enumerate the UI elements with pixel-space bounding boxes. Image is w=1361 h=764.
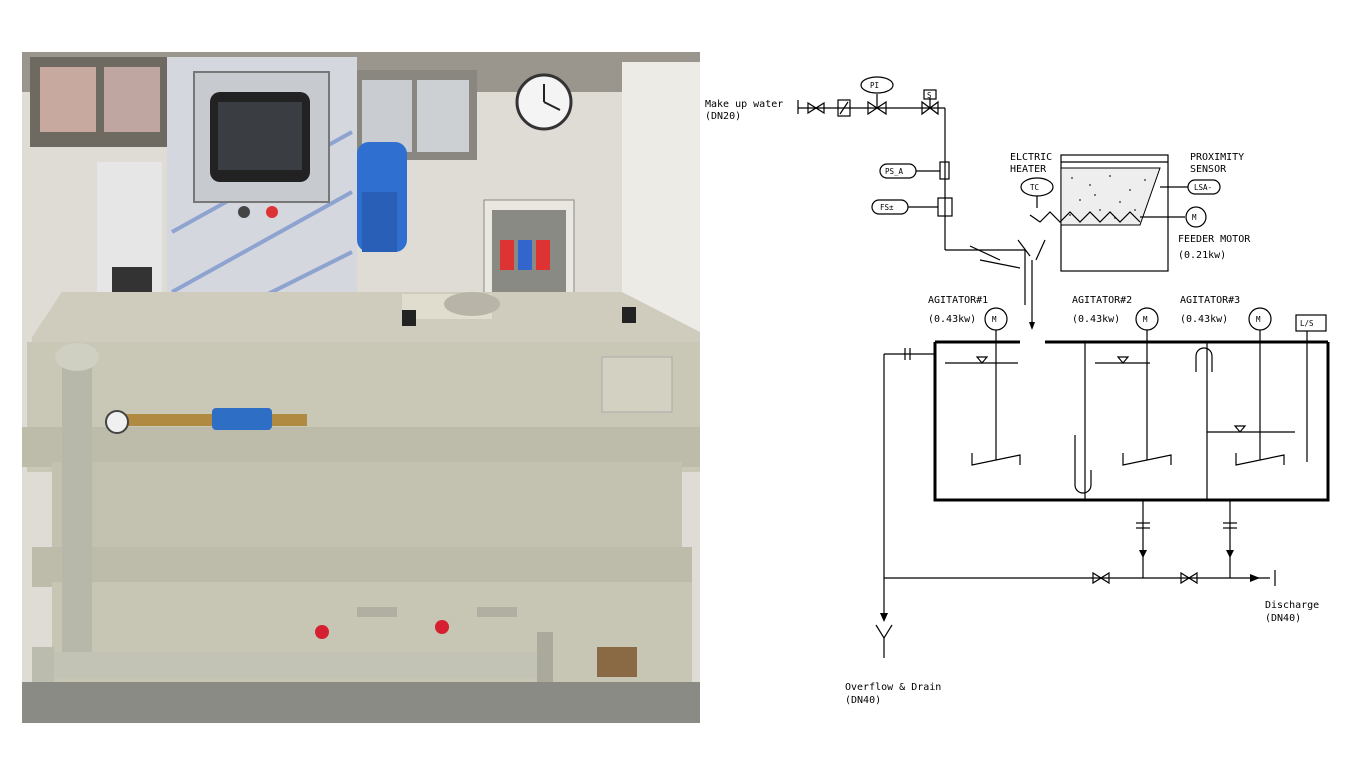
svg-text:S: S — [927, 91, 932, 100]
agitator3-motor: M — [1235, 307, 1285, 466]
label-makeup-water-size: (DN20) — [705, 111, 741, 122]
solenoid-s: S — [923, 89, 937, 100]
level-sensor-ls: L/S — [1295, 314, 1327, 462]
label-agitator3: AGITATOR#3 — [1180, 295, 1240, 306]
label-overflow: Overflow & Drain — [845, 682, 941, 693]
label-feeder-motor: FEEDER MOTOR — [1178, 234, 1251, 245]
process-schematic: Make up water (DN20) PI S PS_A FS± — [705, 76, 1330, 706]
agitator1-motor: M — [971, 307, 1021, 466]
label-electric: ELCTRIC — [1010, 152, 1052, 163]
label-agitator2-power: (0.43kw) — [1072, 314, 1120, 325]
svg-text:PS_A: PS_A — [885, 167, 904, 176]
electrical-box — [483, 199, 575, 301]
label-agitator1: AGITATOR#1 — [928, 295, 988, 306]
flow-switch: FS± — [871, 197, 953, 217]
label-discharge-size: (DN40) — [1265, 613, 1301, 624]
wall-clock — [515, 73, 573, 131]
discharge-line — [884, 500, 1276, 586]
pressure-switch: PS_A — [879, 161, 950, 180]
label-heater: HEATER — [1010, 164, 1047, 175]
svg-text:TC: TC — [1030, 183, 1039, 192]
label-sensor: SENSOR — [1190, 164, 1227, 175]
label-discharge: Discharge — [1265, 600, 1319, 611]
overflow-drain-line — [875, 348, 935, 658]
feeder-motor: M — [1185, 206, 1207, 228]
label-agitator1-power: (0.43kw) — [928, 314, 976, 325]
svg-text:M: M — [992, 315, 997, 324]
inlet-piping — [55, 343, 307, 672]
agitator2-motor: M — [1122, 307, 1172, 466]
svg-text:L/S: L/S — [1300, 319, 1314, 328]
svg-text:M: M — [1143, 315, 1148, 324]
svg-text:PI: PI — [870, 81, 879, 90]
label-agitator3-power: (0.43kw) — [1180, 314, 1228, 325]
polymer-hopper — [1029, 154, 1185, 272]
blue-motor — [357, 142, 407, 252]
label-proximity: PROXIMITY — [1190, 152, 1244, 163]
temperature-controller: TC — [1020, 177, 1054, 208]
label-overflow-size: (DN40) — [845, 695, 881, 706]
svg-text:LSA-: LSA- — [1194, 183, 1212, 192]
pressure-indicator: PI — [860, 76, 894, 94]
level-switch-lsa: LSA- — [1160, 179, 1221, 195]
mixing-tank — [933, 305, 1330, 502]
svg-text:FS±: FS± — [880, 203, 894, 212]
label-agitator2: AGITATOR#2 — [1072, 295, 1132, 306]
label-feeder-power: (0.21kw) — [1178, 250, 1226, 261]
tank-lid — [32, 292, 700, 352]
svg-text:M: M — [1256, 315, 1261, 324]
equipment-photo — [22, 52, 700, 723]
makeup-water-line — [797, 94, 1025, 251]
label-makeup-water: Make up water — [705, 99, 783, 110]
svg-text:M: M — [1192, 213, 1197, 222]
discharge-piping — [32, 607, 553, 688]
